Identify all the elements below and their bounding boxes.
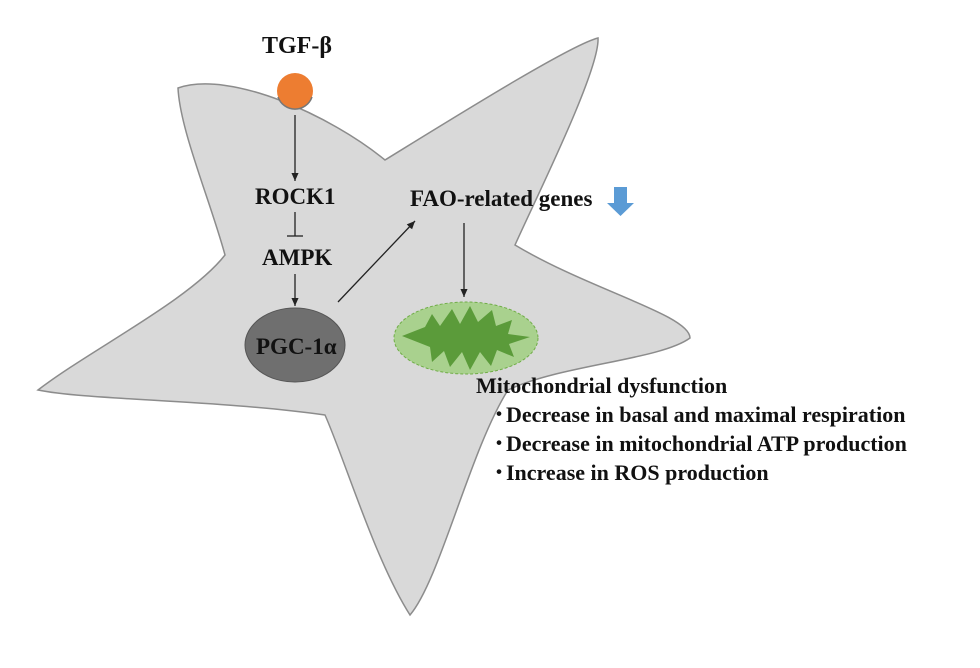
bullet-dot: ・: [488, 460, 511, 485]
bullet-dot: ・: [488, 431, 511, 456]
effect-text: Increase in ROS production: [506, 460, 769, 485]
mito-effects-list: ・Decrease in basal and maximal respirati…: [488, 400, 907, 487]
receptor-cup: [277, 96, 313, 110]
pgc-1a-nucleus: [244, 307, 346, 383]
mito-dysfunction-title: Mitochondrial dysfunction: [476, 373, 728, 398]
bullet-dot: ・: [488, 402, 511, 427]
tgf-beta-label: TGF-β: [262, 33, 332, 59]
cell-body: [36, 37, 691, 617]
mitochondrion-icon: [393, 301, 539, 375]
list-item: ・Decrease in mitochondrial ATP productio…: [488, 429, 907, 458]
down-arrow-icon: [607, 187, 634, 216]
tgf-beta-ligand: [277, 73, 313, 109]
effect-text: Decrease in basal and maximal respiratio…: [506, 402, 906, 427]
fao-genes-label: FAO-related genes: [410, 186, 593, 211]
arrow-pgc-to-fao: [337, 220, 416, 303]
rock1-label: ROCK1: [255, 184, 336, 209]
list-item: ・Decrease in basal and maximal respirati…: [488, 400, 907, 429]
ampk-label: AMPK: [262, 245, 333, 270]
effect-text: Decrease in mitochondrial ATP production: [506, 431, 907, 456]
pgc-1a-label: PGC-1α: [256, 334, 337, 359]
list-item: ・Increase in ROS production: [488, 458, 907, 487]
